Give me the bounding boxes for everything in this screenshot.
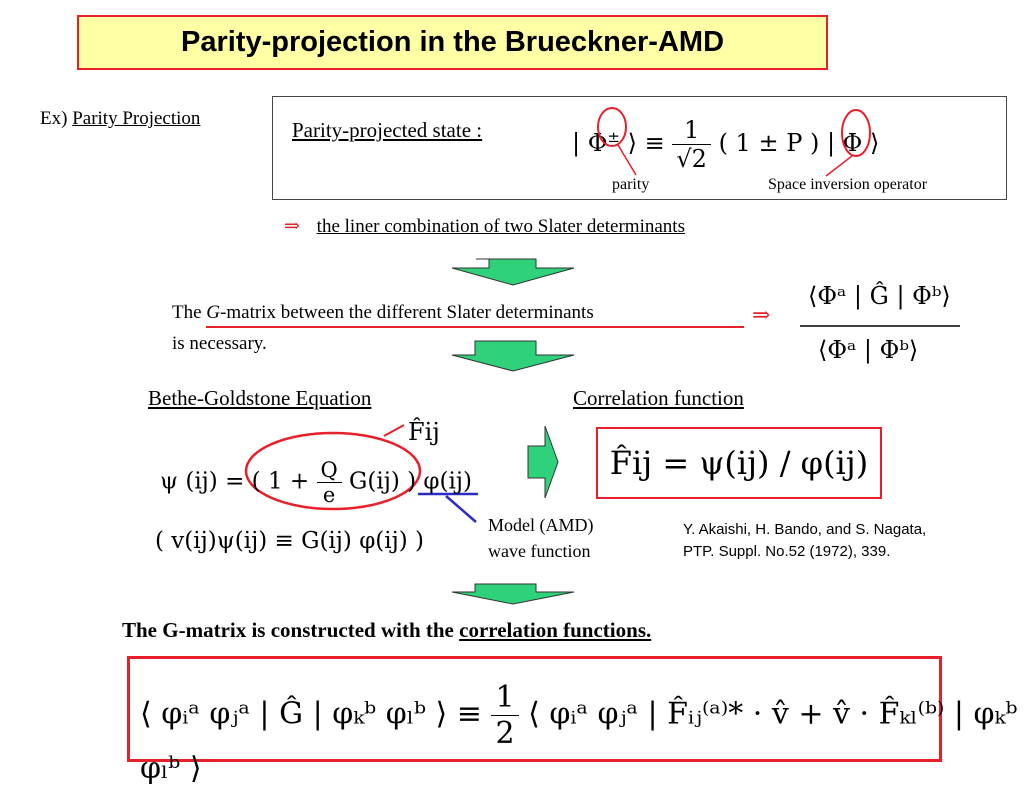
reference-line2: PTP. Suppl. No.52 (1972), 339.: [683, 541, 926, 563]
inversion-operator-label: Space inversion operator: [768, 176, 927, 194]
construction-underlined: correlation functions.: [459, 618, 651, 642]
down-arrow-icon: [452, 259, 574, 285]
gmatrix-line1: The G-matrix between the different Slate…: [172, 302, 594, 324]
e-denominator: e: [317, 483, 342, 507]
model-line1: Model (AMD): [488, 512, 594, 538]
half-num: 1: [491, 680, 518, 716]
down-arrow-icon: [452, 341, 574, 371]
final-lhs: ⟨ φᵢᵃ φⱼᵃ | Ĝ | φₖᵇ φₗᵇ ⟩ ≡: [140, 697, 482, 732]
gmatrix-underline: [206, 326, 744, 328]
implies-arrow: ⇒: [284, 216, 300, 237]
bethe-goldstone-equation: ψ (ij) = ( 1 + Q e G(ij) ) φ(ij): [160, 458, 472, 507]
half-den: 2: [491, 716, 518, 751]
construction-statement: The G-matrix is constructed with the cor…: [122, 618, 651, 643]
bethe-goldstone-title: Bethe-Goldstone Equation: [148, 386, 371, 411]
q-over-e: Q e: [317, 458, 342, 507]
gmatrix-line2: is necessary.: [172, 333, 267, 355]
gmatrix-implies-arrow: ⇒: [752, 302, 770, 328]
liner-combination-line: ⇒ the liner combination of two Slater de…: [284, 215, 685, 238]
bge1-left: ψ (ij) = ( 1 +: [160, 469, 309, 495]
reference: Y. Akaishi, H. Bando, and S. Nagata, PTP…: [683, 519, 926, 563]
final-equation: ⟨ φᵢᵃ φⱼᵃ | Ĝ | φₖᵇ φₗᵇ ⟩ ≡ 1 2 ⟨ φᵢᵃ φⱼ…: [140, 680, 1024, 786]
parity-label: parity: [612, 176, 649, 194]
gmatrix-g: G: [206, 302, 220, 323]
construction-pre: The G-matrix is constructed with the: [122, 618, 459, 642]
model-wave-function-label: Model (AMD) wave function: [488, 512, 594, 564]
parity-pointer: [618, 145, 636, 175]
inversion-pointer: [826, 156, 852, 176]
inversion-circle: [842, 110, 870, 156]
fhat-label: F̂ij: [408, 418, 440, 446]
half-fraction: 1 2: [491, 680, 518, 751]
model-line2: wave function: [488, 538, 594, 564]
right-arrow-icon: [528, 426, 558, 498]
gmatrix-pre: The: [172, 302, 206, 323]
fhat-pointer: [384, 425, 404, 436]
gmatrix-post: -matrix between the different Slater det…: [220, 302, 594, 323]
q-numerator: Q: [317, 458, 342, 483]
ratio-numerator: ⟨Φᵃ | Ĝ | Φᵇ⟩: [808, 282, 951, 310]
liner-combination-text: the liner combination of two Slater dete…: [317, 216, 685, 237]
annotation-overlay: [0, 0, 1024, 768]
reference-line1: Y. Akaishi, H. Bando, and S. Nagata,: [683, 519, 926, 541]
g-matrix-definition: ( v(ij)ψ(ij) ≡ G(ij) φ(ij) ): [155, 528, 424, 554]
correlation-equation: F̂ij = ψ(ij) / φ(ij): [610, 444, 868, 482]
ratio-denominator: ⟨Φᵃ | Φᵇ⟩: [818, 336, 918, 364]
bge1-right: G(ij) ) φ(ij): [349, 469, 472, 495]
parity-circle: [598, 108, 626, 146]
correlation-function-box: F̂ij = ψ(ij) / φ(ij): [596, 427, 882, 499]
correlation-function-title: Correlation function: [573, 386, 744, 411]
down-arrow-icon: [452, 584, 574, 604]
